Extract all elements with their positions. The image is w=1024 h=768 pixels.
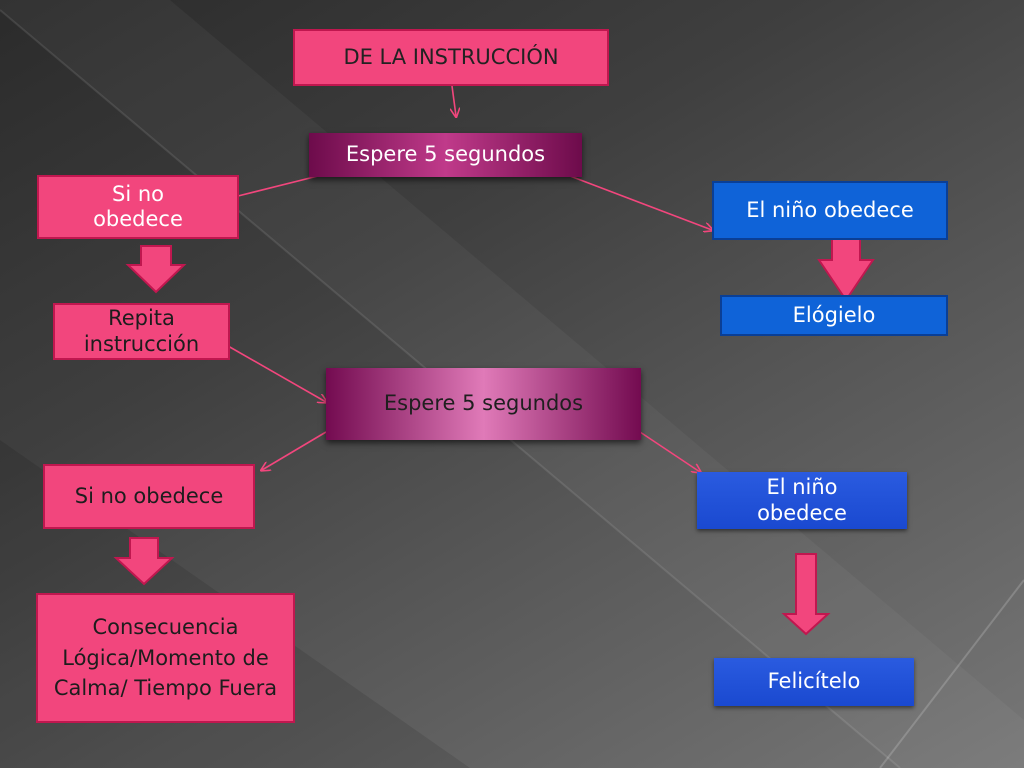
praise-box: Elógielo [720, 295, 948, 336]
line-wait1-to-no-obey [237, 175, 319, 197]
congratulate-box: Felicítelo [714, 658, 914, 706]
praise-label: Elógielo [792, 302, 876, 327]
no-obey-label-1: Si no obedece [93, 181, 183, 231]
instruction-label: DE LA INSTRUCCIÓN [343, 44, 559, 69]
down-arrow-icon [113, 537, 175, 586]
no-obey-label-2: Si no obedece [74, 483, 224, 508]
down-arrow-icon [125, 245, 187, 294]
arrow-wait2-to-obeys [639, 431, 700, 472]
down-arrow-icon [817, 237, 875, 302]
wait-label-2: Espere 5 segundos [383, 391, 584, 416]
wait-box-2: Espere 5 segundos [326, 368, 641, 440]
wait-box-1: Espere 5 segundos [309, 133, 582, 177]
no-obey-box-2: Si no obedece [43, 464, 255, 529]
repeat-instruction-label: Repita instrucción [83, 306, 200, 356]
child-obeys-label-2: El niño obedece [757, 475, 847, 525]
arrow-wait2-to-no-obey [262, 431, 327, 470]
wait-label-1: Espere 5 segundos [345, 142, 546, 167]
congratulate-label: Felicítelo [767, 669, 861, 694]
instruction-box: DE LA INSTRUCCIÓN [293, 29, 609, 86]
no-obey-box-1: Si no obedece [37, 175, 239, 239]
child-obeys-box-1: El niño obedece [712, 181, 948, 240]
arrow-wait1-to-obeys [569, 175, 712, 230]
arrow-instruction-to-wait [452, 85, 456, 116]
child-obeys-box-2: El niño obedece [697, 472, 907, 529]
repeat-instruction-box: Repita instrucción [53, 303, 230, 360]
child-obeys-label-1: El niño obedece [746, 197, 914, 222]
down-arrow-icon [781, 553, 831, 636]
arrow-repeat-to-wait2 [227, 345, 326, 402]
consequence-label: Consecuencia Lógica/Momento de Calma/ Ti… [53, 615, 278, 701]
consequence-box: Consecuencia Lógica/Momento de Calma/ Ti… [36, 593, 295, 723]
